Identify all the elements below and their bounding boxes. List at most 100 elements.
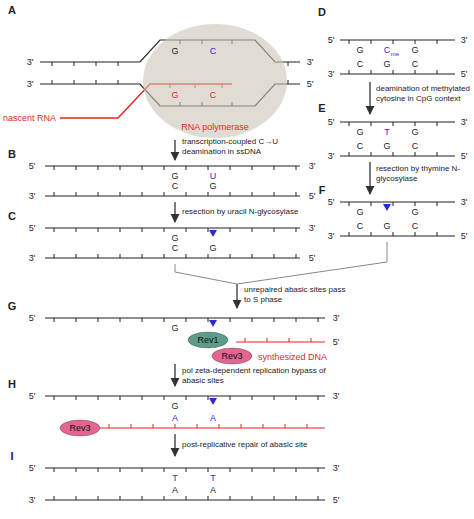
strand-tick <box>98 228 99 232</box>
step-arrow <box>174 434 175 456</box>
strand-tick <box>393 232 394 236</box>
strand-tick <box>208 166 209 170</box>
diagram-text: 5' <box>333 495 340 505</box>
strand-tick <box>120 396 121 400</box>
strand-tick <box>437 70 438 74</box>
strand-tick <box>274 396 275 400</box>
strand-tick <box>52 80 53 84</box>
strand-tick <box>230 496 231 500</box>
strand-tick <box>76 228 77 232</box>
diagram-text: E <box>318 103 325 113</box>
diagram-text: G <box>411 45 418 55</box>
ellipse-outline <box>143 24 287 138</box>
diagram-text: G <box>8 301 17 311</box>
diagram-text: 5' <box>29 223 36 233</box>
strand-tick <box>120 166 121 170</box>
ellipse-shape <box>143 24 287 138</box>
strand-tick <box>76 468 77 472</box>
strand-tick <box>415 122 416 126</box>
diagram-text: C <box>210 46 217 56</box>
dna-strand <box>45 227 300 228</box>
strand-tick <box>74 62 75 66</box>
strand-tick <box>54 254 55 258</box>
strand-tick <box>230 192 231 196</box>
strand-tick <box>208 254 209 258</box>
diagram-text: 3' <box>461 197 468 207</box>
diagram-text: 3' <box>328 151 335 161</box>
ellipse-outline <box>60 420 100 436</box>
step-label: pol zeta-dependent replication bypass of… <box>182 366 332 386</box>
strand-tick <box>371 232 372 236</box>
diagram-text: D <box>318 7 326 17</box>
strand-tick <box>349 202 350 206</box>
strand-tick <box>120 228 121 232</box>
diagram-text: 3' <box>328 69 335 79</box>
strand-tick <box>76 254 77 258</box>
strand-tick <box>371 122 372 126</box>
strand-tick <box>296 228 297 232</box>
strand-tick <box>98 396 99 400</box>
diagram-text: 3' <box>27 79 34 89</box>
dna-strand <box>45 467 325 468</box>
abasic-site <box>383 204 391 211</box>
diagram-text: G <box>209 243 216 253</box>
strand-tick <box>415 70 416 74</box>
strand-tick <box>164 496 165 500</box>
diagram-text: C <box>210 90 217 100</box>
strand-tick <box>252 192 253 196</box>
strand-tick <box>120 192 121 196</box>
diagram-text: 5' <box>328 197 335 207</box>
dna-strand <box>100 427 325 428</box>
strand-tick <box>252 396 253 400</box>
diagram-text: A <box>172 413 178 423</box>
enzyme-ellipse: Rev3 <box>212 348 252 364</box>
strand-tick <box>142 468 143 472</box>
strand-tick <box>288 80 289 84</box>
strand-tick <box>230 228 231 232</box>
step-arrow <box>236 284 237 308</box>
diagram-text: 5' <box>328 35 335 45</box>
diagram-text: 5' <box>461 151 468 161</box>
diagram-text: me <box>391 51 399 57</box>
strand-tick <box>142 228 143 232</box>
strand-tick <box>186 192 187 196</box>
strand-tick <box>296 166 297 170</box>
strand-tick <box>437 202 438 206</box>
ellipse-outline <box>188 332 228 348</box>
node-text: Rev3 <box>69 423 90 433</box>
strand-tick <box>120 468 121 472</box>
strand-tick <box>371 202 372 206</box>
diagram-text: A <box>210 485 216 495</box>
strand-tick <box>120 496 121 500</box>
strand-tick <box>98 166 99 170</box>
diagram-text: 3' <box>333 391 340 401</box>
strand-tick <box>296 318 297 322</box>
diagram-text: 3' <box>29 191 36 201</box>
diagram-text: G <box>383 59 390 69</box>
strand-tick <box>252 468 253 472</box>
strand-tick <box>76 318 77 322</box>
strand-tick <box>208 318 209 322</box>
diagram-text: C <box>412 221 419 231</box>
strand-tick <box>76 496 77 500</box>
step-arrow <box>369 162 370 194</box>
step-arrow <box>174 364 175 386</box>
node-text: RNA polymerase <box>181 122 249 132</box>
strand-tick <box>393 70 394 74</box>
strand-tick <box>98 192 99 196</box>
diagram-text: G <box>356 207 363 217</box>
strand-tick <box>118 80 119 84</box>
step-label: post-replicative repair of abasic site <box>182 440 342 450</box>
diagram-text: 3' <box>29 495 36 505</box>
diagram-text: 5' <box>333 337 340 347</box>
diagram-text: 5' <box>307 79 314 89</box>
strand-tick <box>263 424 264 428</box>
strand-tick <box>96 80 97 84</box>
strand-tick <box>393 40 394 44</box>
diagram-text: G <box>411 127 418 137</box>
strand-tick <box>98 318 99 322</box>
diagram-text: H <box>8 379 16 389</box>
strand-tick <box>252 228 253 232</box>
merge-line <box>175 264 237 284</box>
strand-tick <box>274 228 275 232</box>
